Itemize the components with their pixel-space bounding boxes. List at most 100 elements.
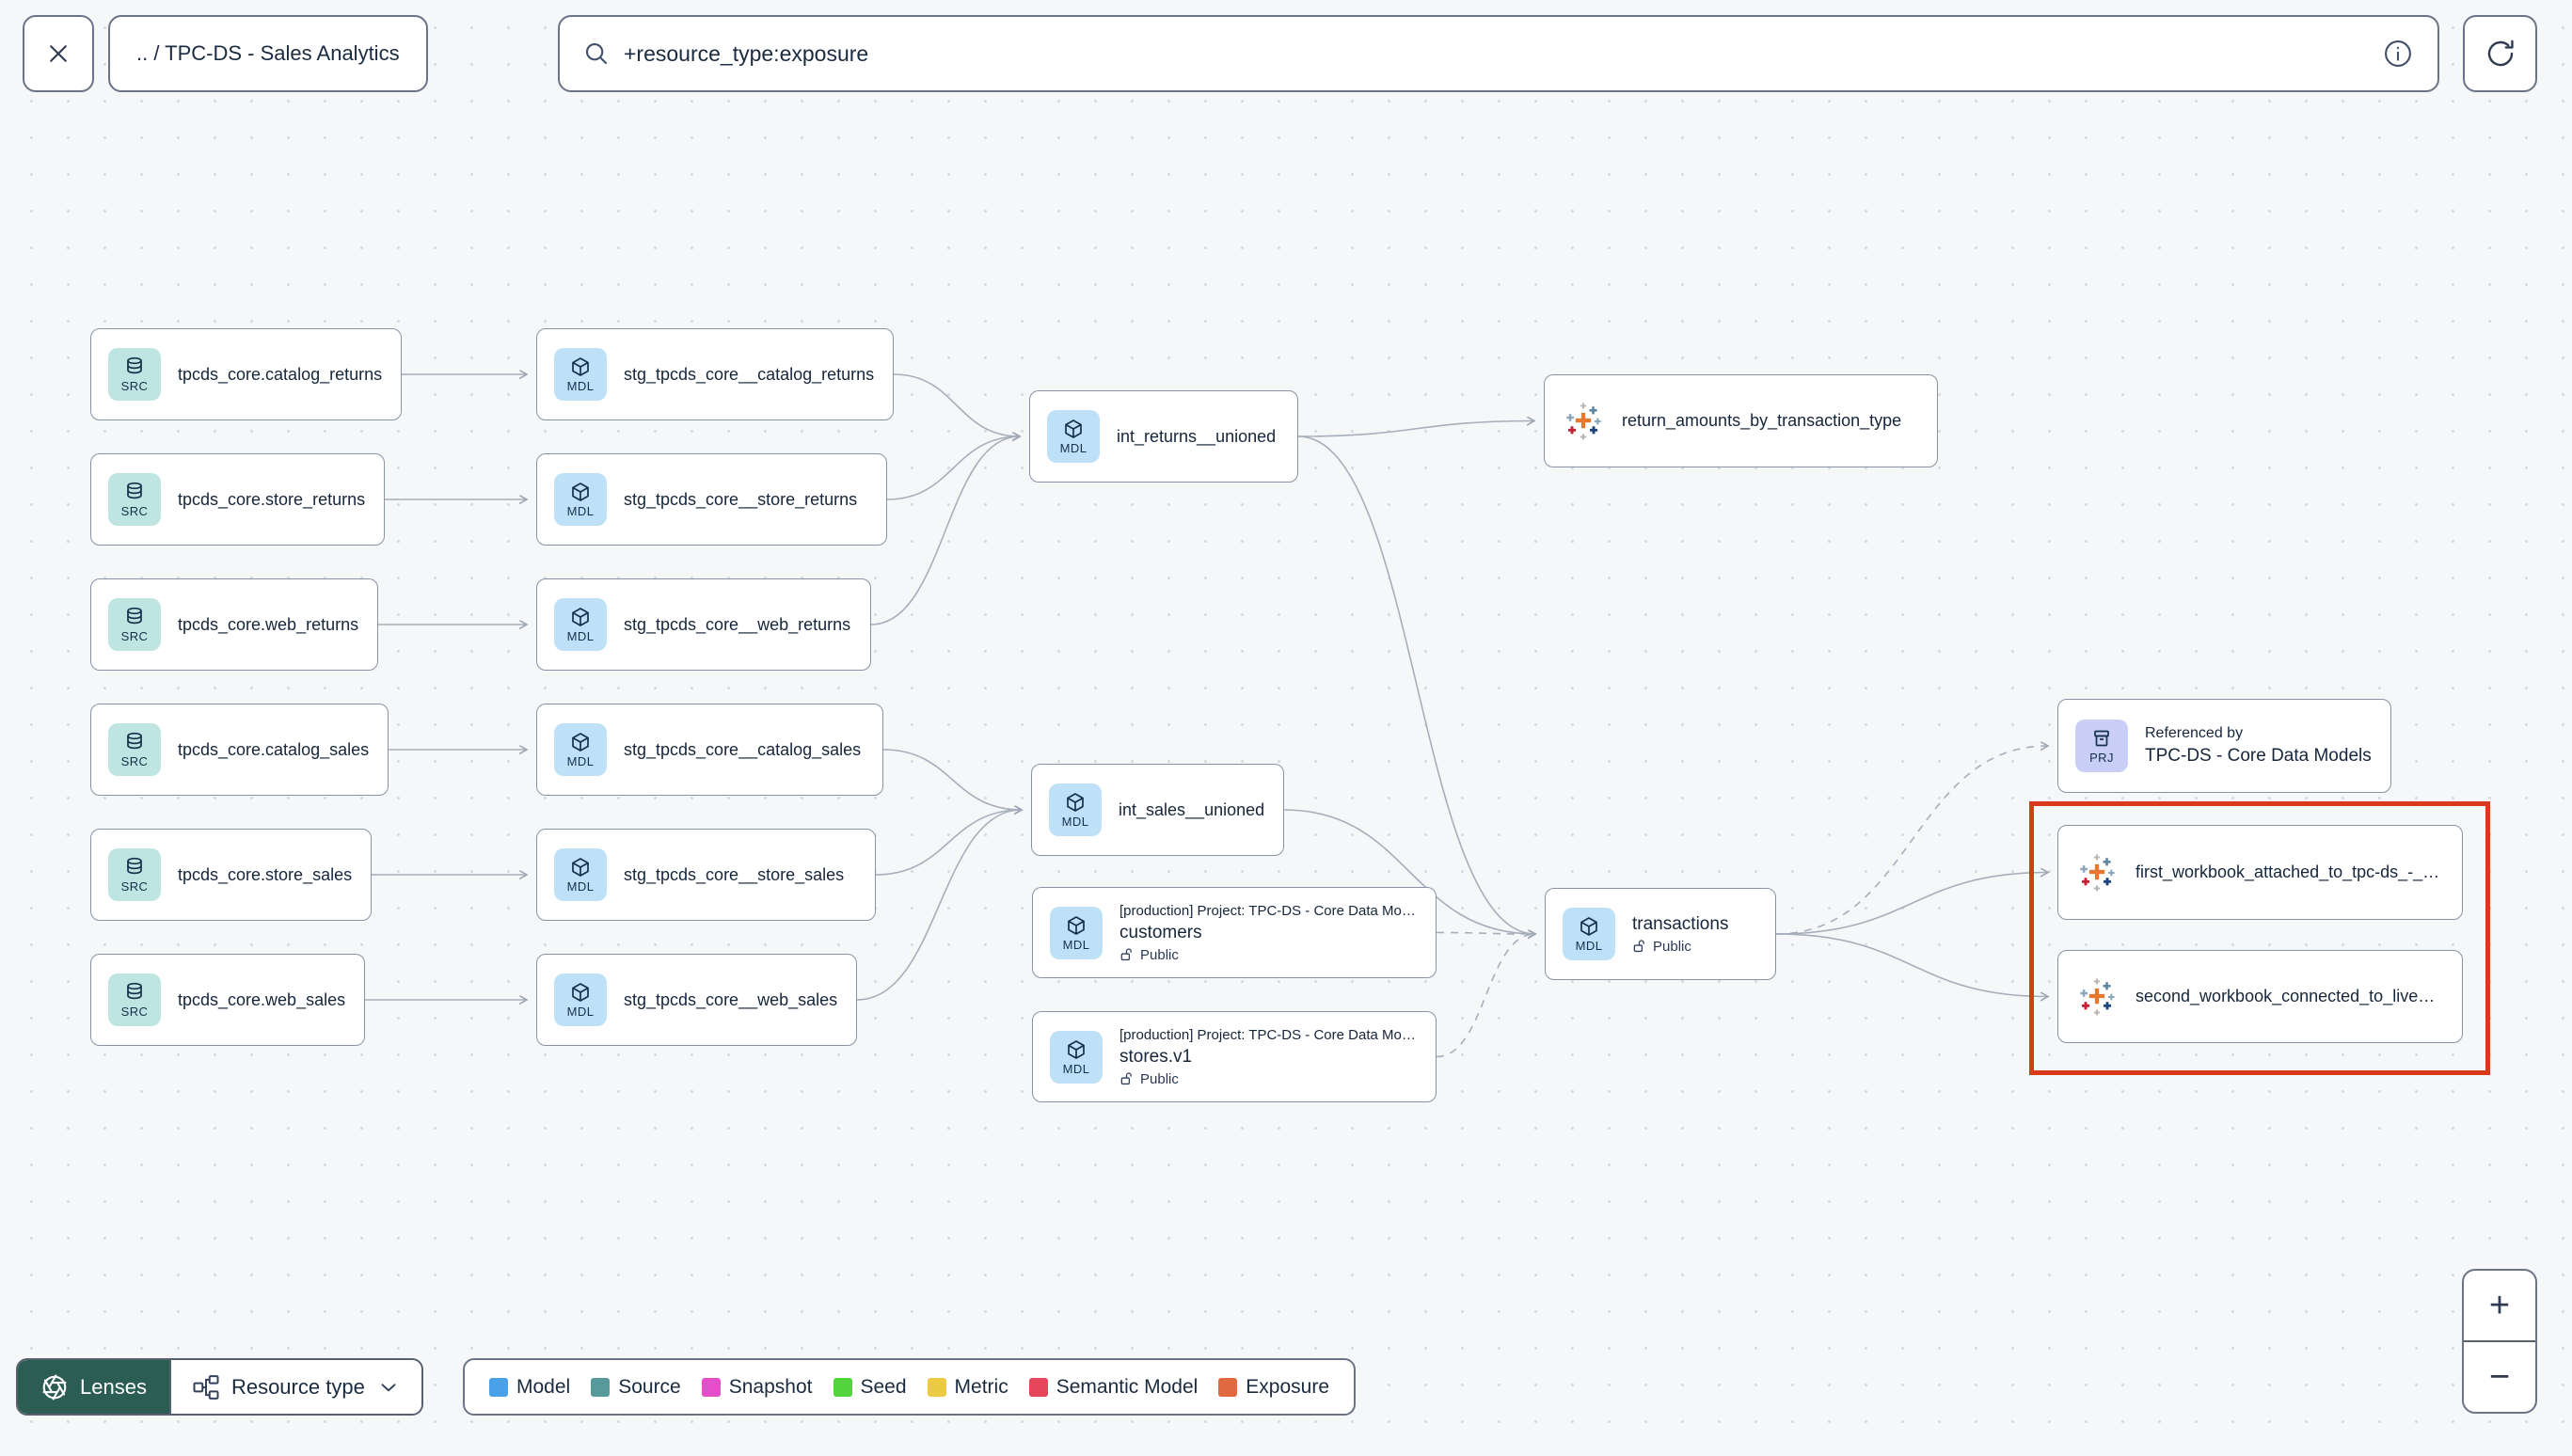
graph-node-stores_v1[interactable]: MDL [production] Project: TPC-DS - Core D… — [1032, 1011, 1437, 1102]
legend-swatch — [833, 1377, 852, 1397]
tableau-icon — [2080, 853, 2115, 892]
node-label: stg_tpcds_core__web_sales — [624, 989, 838, 1009]
badge-label: MDL — [1575, 939, 1603, 953]
node-label: stg_tpcds_core__store_sales — [624, 864, 845, 884]
badge-label: SRC — [120, 754, 149, 768]
node-name: stores.v1 — [1119, 1046, 1193, 1067]
legend-item-model: Model — [489, 1376, 570, 1399]
lock-open-icon — [1120, 1072, 1132, 1085]
src-badge: SRC — [108, 598, 161, 651]
graph-node-stg_catalog_returns[interactable]: MDL stg_tpcds_core__catalog_returns — [536, 328, 895, 420]
node-project-header: [production] Project: TPC-DS - Core Data… — [1119, 1026, 1416, 1043]
badge-label: MDL — [1059, 441, 1088, 455]
close-icon — [50, 45, 67, 62]
refresh-button[interactable] — [2463, 15, 2537, 92]
edge-stg_web_returns-to-int_returns_unioned — [870, 436, 1020, 625]
info-icon[interactable] — [2381, 37, 2415, 71]
mdl-badge: MDL — [1050, 1030, 1103, 1084]
badge-label: SRC — [120, 629, 149, 643]
graph-node-int_sales_unioned[interactable]: MDL int_sales__unioned — [1031, 764, 1285, 856]
badge-label: PRJ — [2089, 751, 2114, 765]
badge-label: SRC — [120, 504, 149, 518]
badge-label: MDL — [566, 1005, 595, 1019]
database-icon — [127, 857, 142, 875]
graph-node-wb_second[interactable]: second_workbook_connected_to_live… — [2057, 950, 2463, 1043]
legend-item-metric: Metric — [927, 1376, 1008, 1399]
badge-label: SRC — [120, 1005, 149, 1019]
graph-node-int_returns_unioned[interactable]: MDL int_returns__unioned — [1029, 390, 1298, 483]
resource-type-dropdown[interactable]: Resource type — [168, 1360, 421, 1414]
edge-transactions-to-prj_referenced_by — [1775, 746, 2048, 935]
node-label: int_returns__unioned — [1117, 426, 1277, 446]
prj-badge: PRJ — [2075, 720, 2128, 772]
mdl-badge: MDL — [554, 598, 607, 651]
graph-node-exp_return_amounts[interactable]: return_amounts_by_transaction_type — [1544, 374, 1938, 467]
node-name: TPC-DS - Core Data Models — [2145, 746, 2372, 766]
legend-item-semantic-model: Semantic Model — [1028, 1375, 1199, 1399]
tableau-icon — [2080, 977, 2115, 1016]
node-label: return_amounts_by_transaction_type — [1622, 411, 1902, 430]
graph-node-src_store_returns[interactable]: SRC tpcds_core.store_returns — [90, 453, 386, 546]
node-label: int_sales__unioned — [1119, 799, 1265, 819]
badge-label: MDL — [1061, 815, 1089, 829]
aperture-icon — [42, 1374, 67, 1400]
lens-controls: Lenses Resource type — [16, 1358, 423, 1416]
cube-icon — [1068, 915, 1085, 935]
lock-open-icon — [1120, 948, 1132, 961]
legend-item-snapshot: Snapshot — [701, 1376, 813, 1399]
cube-icon — [1067, 793, 1084, 812]
badge-label: MDL — [566, 379, 595, 393]
cube-icon — [572, 983, 589, 1002]
badge-label: MDL — [566, 629, 595, 643]
search-input[interactable] — [624, 40, 2368, 67]
edge-stg_catalog_returns-to-int_returns_unioned — [893, 373, 1020, 436]
graph-node-customers[interactable]: MDL[production] Project: TPC-DS - Core D… — [1032, 887, 1437, 978]
legend-label: Exposure — [1246, 1375, 1330, 1398]
zoom-in-button[interactable]: + — [2464, 1271, 2535, 1342]
src-badge: SRC — [108, 848, 161, 901]
mdl-badge: MDL — [554, 473, 607, 526]
badge-label: MDL — [566, 504, 595, 518]
legend-item-exposure: Exposure — [1218, 1376, 1329, 1399]
lock-open-icon — [1633, 940, 1644, 953]
resource-type-icon — [193, 1374, 219, 1400]
zoom-controls: + − — [2462, 1269, 2537, 1414]
edge-stg_web_sales-to-int_sales_unioned — [856, 810, 1022, 1001]
legend-label: Semantic Model — [1056, 1375, 1199, 1398]
graph-node-wb_first[interactable]: first_workbook_attached_to_tpc-ds_-_… — [2057, 825, 2463, 920]
cube-icon — [572, 483, 589, 501]
badge-label: MDL — [1062, 937, 1090, 952]
edge-int_returns_unioned-to-transactions — [1297, 435, 1535, 934]
legend-label: Seed — [860, 1375, 907, 1398]
src-badge: SRC — [108, 723, 161, 776]
cube-icon — [572, 858, 589, 877]
mdl-badge: MDL — [1049, 783, 1102, 836]
close-button[interactable] — [23, 15, 94, 92]
project-icon — [2094, 730, 2109, 747]
chevron-down-icon — [381, 1383, 396, 1391]
cube-icon — [1068, 1039, 1085, 1059]
graph-node-stg_web_sales[interactable]: MDL stg_tpcds_core__web_sales — [536, 954, 858, 1046]
database-icon — [127, 356, 142, 374]
cube-icon — [1580, 917, 1597, 936]
node-label: stg_tpcds_core__catalog_returns — [624, 364, 875, 384]
lenses-button[interactable]: Lenses — [18, 1360, 169, 1414]
mdl-badge: MDL — [1047, 410, 1100, 463]
node-label: tpcds_core.store_returns — [178, 489, 366, 509]
node-label: second_workbook_connected_to_live… — [2135, 987, 2436, 1005]
breadcrumb-label: .. / TPC-DS - Sales Analytics — [136, 41, 400, 65]
zoom-out-button[interactable]: − — [2488, 1356, 2511, 1397]
breadcrumb[interactable]: .. / TPC-DS - Sales Analytics — [108, 15, 428, 92]
